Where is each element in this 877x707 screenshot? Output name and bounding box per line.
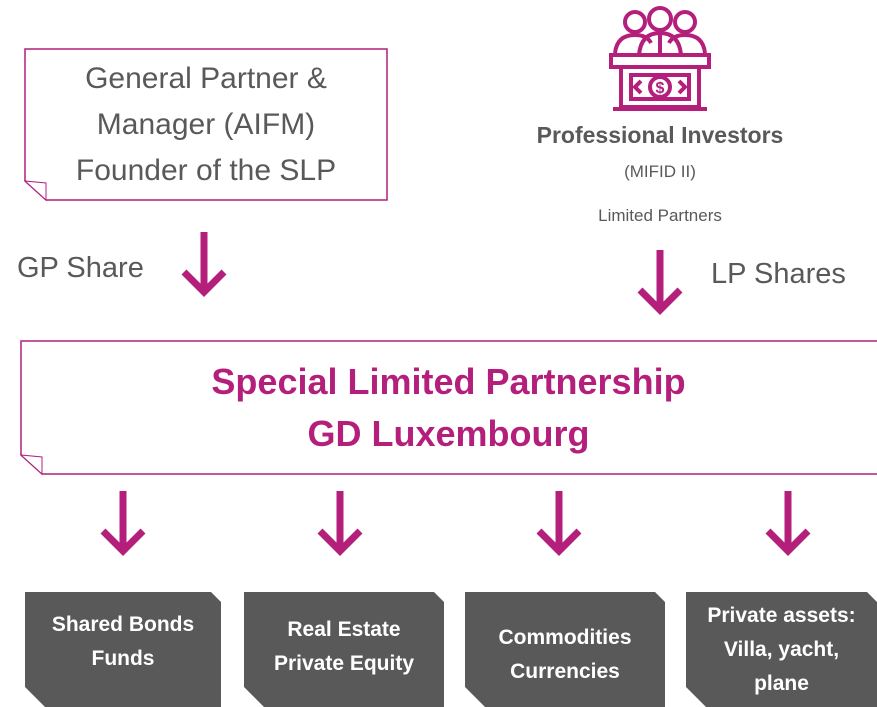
general-partner-line-1: General Partner & [85,61,327,95]
investors-podium-icon: $ [609,6,711,111]
asset-box-private-assets: Private assets: Villa, yacht, plane [686,592,877,707]
asset-bonds-line-1: Shared Bonds [51,612,195,636]
investors-title: Professional Investors [536,122,784,148]
asset-real-estate-line-2: Private Equity [273,651,415,675]
asset-bonds-line-2: Funds [91,646,155,670]
general-partner-box: General Partner & Manager (AIFM) Founder… [24,48,388,201]
asset-commodities-line-1: Commodities [498,625,632,649]
lp-arrow [640,250,680,310]
asset-box-bonds: Shared Bonds Funds [25,592,221,707]
lp-shares-label: LP Shares [711,258,846,290]
slp-location: GD Luxembourg [307,412,590,454]
asset-private-line-2: Villa, yacht, [723,637,840,661]
arrow-to-private-assets [768,491,808,551]
asset-commodities-line-2: Currencies [510,659,620,683]
investors-role: Limited Partners [598,206,722,225]
svg-text:$: $ [656,80,665,97]
asset-box-commodities: Commodities Currencies [465,592,665,707]
investors-regulation: (MIFID II) [624,162,696,181]
asset-box-real-estate: Real Estate Private Equity [244,592,444,707]
asset-private-line-1: Private assets: [707,603,856,627]
asset-real-estate-line-1: Real Estate [287,617,401,641]
arrow-to-bonds [103,491,143,551]
slp-title: Special Limited Partnership [211,360,686,402]
gp-share-label: GP Share [17,252,144,284]
slp-box: Special Limited Partnership GD Luxembour… [20,340,877,475]
asset-private-line-3: plane [754,671,809,695]
arrow-to-real-estate [320,491,360,551]
general-partner-line-2: Manager (AIFM) [96,107,316,141]
gp-arrow [184,232,224,292]
general-partner-line-3: Founder of the SLP [75,153,337,187]
arrow-to-commodities [539,491,579,551]
